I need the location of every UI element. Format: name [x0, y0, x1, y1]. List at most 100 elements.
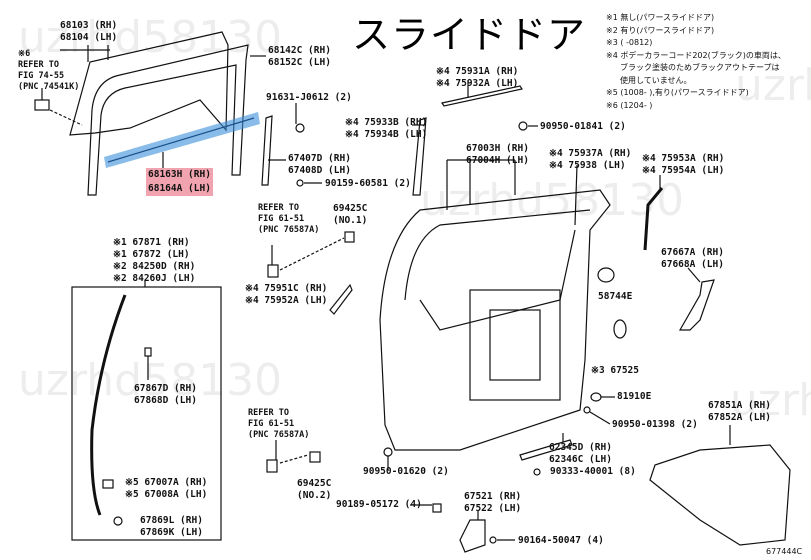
part-number-line: 68142C (RH) — [268, 45, 331, 56]
part-label-screw[interactable]: 91631-J0612 (2) — [266, 92, 352, 104]
part-label-clip-90950-01620[interactable]: 90950-01620 (2) — [363, 466, 449, 478]
part-label-bolt-90189[interactable]: 90189-05172 (4) — [336, 499, 422, 511]
part-number-line: 91631-J0612 (2) — [266, 92, 352, 103]
part-number-line: ※4 75953A (RH) — [642, 153, 725, 164]
part-number-line: ※4 75951C (RH) — [245, 283, 328, 294]
part-label-service-cover[interactable]: 67851A (RH)67852A (LH) — [708, 400, 771, 424]
part-number-line: 90950-01620 (2) — [363, 466, 449, 477]
part-label-clip-90950-01398[interactable]: 90950-01398 (2) — [612, 419, 698, 431]
part-number-line: 67869L (RH) — [140, 515, 203, 526]
part-label-hole-cover-67525[interactable]: ※3 67525 — [591, 365, 639, 377]
part-label-bolt-90159[interactable]: 90159-60581 (2) — [325, 178, 411, 190]
part-label-channel[interactable]: 67407D (RH)67408D (LH) — [288, 153, 351, 177]
part-number-line: 67408D (LH) — [288, 165, 351, 176]
part-label-cushion-no1[interactable]: 69425C(NO.1) — [333, 203, 367, 227]
part-label-run-channel[interactable]: 68142C (RH)68152C (LH) — [268, 45, 331, 69]
part-number-line: ※5 67008A (LH) — [125, 489, 208, 500]
note-4-cont: ブラック塗装のためブラックアウトテープは — [620, 63, 780, 72]
part-number-line: ※6 — [18, 49, 31, 59]
part-number-line: 90164-50047 (4) — [518, 535, 604, 546]
part-label-clip-90950-01841[interactable]: 90950-01841 (2) — [540, 121, 626, 133]
part-number-line: 67851A (RH) — [708, 400, 771, 411]
note-4-cont: 使用していません。 — [620, 75, 692, 85]
part-number-line: ※2 84250D (RH) — [113, 261, 196, 272]
part-label-bolt-90164[interactable]: 90164-50047 (4) — [518, 535, 604, 547]
part-label-plug-58744[interactable]: 58744E — [598, 291, 632, 303]
part-label-plug-81910[interactable]: 81910E — [617, 391, 651, 403]
part-number-line: FIG 74-55 — [18, 71, 65, 81]
part-number-line: (NO.1) — [333, 215, 368, 226]
part-label-clip-67867[interactable]: 67867D (RH)67868D (LH) — [134, 383, 197, 407]
part-number-line: 67407D (RH) — [288, 153, 351, 164]
note-4: ※4 ボデーカラーコード202(ブラック)の車両は、 — [606, 50, 786, 60]
part-number-line: 67667A (RH) — [661, 247, 724, 258]
notes-block: ※1 無し(パワースライドドア) ※2 有り(パワースライドドア) ※3 ( -… — [606, 12, 786, 112]
part-label-door-panel[interactable]: 67003H (RH)67004H (LH) — [466, 143, 529, 167]
part-label-hinge-67521[interactable]: 67521 (RH)67522 (LH) — [464, 491, 521, 515]
part-number-line: 68164A (LH) — [146, 182, 213, 196]
part-label-belt-weatherstrip[interactable]: 68163H (RH)68164A (LH) — [146, 168, 213, 196]
part-number-line: (NO.2) — [297, 490, 332, 501]
part-number-line: 68163H (RH) — [146, 168, 213, 182]
part-number-line: 69425C — [333, 203, 368, 214]
part-label-tape-75951[interactable]: ※4 75951C (RH)※4 75952A (LH) — [245, 283, 327, 307]
part-label-cover-67667[interactable]: 67667A (RH)67668A (LH) — [661, 247, 724, 271]
glass-run-channel — [87, 44, 249, 196]
part-label-bracket-67007[interactable]: ※5 67007A (RH)※5 67008A (LH) — [125, 477, 207, 501]
part-number-line: (PNC 76587A) — [248, 430, 310, 440]
part-number-line: 58744E — [598, 291, 633, 302]
part-number-line: 67521 (RH) — [464, 491, 522, 502]
part-label-clip-67869[interactable]: 67869L (RH)67869K (LH) — [140, 515, 203, 539]
part-number-line: 68152C (LH) — [268, 57, 331, 68]
part-number-line: 67668A (LH) — [661, 259, 724, 270]
part-number-line: 68103 (RH) — [60, 20, 118, 31]
part-number-line: ※2 84260J (LH) — [113, 273, 196, 284]
note-6: ※6 (1204- ) — [606, 100, 653, 110]
part-number-line: 67003H (RH) — [466, 143, 529, 154]
part-number-line: (PNC 76587A) — [258, 225, 320, 235]
part-number-line: 81910E — [617, 391, 652, 402]
part-label-weatherstrip-62345[interactable]: 62345D (RH)62346C (LH) — [549, 442, 612, 466]
part-label-tape-75953[interactable]: ※4 75953A (RH)※4 75954A (LH) — [642, 153, 724, 177]
note-5: ※5 (1008- ),有り(パワースライドドア) — [606, 88, 749, 97]
part-label-tape-75933[interactable]: ※4 75933B (RH)※4 75934B (LH) — [345, 117, 427, 141]
channel-part — [261, 115, 273, 186]
part-number-line: ※4 75933B (RH) — [345, 117, 428, 128]
page-title: スライドドア — [352, 13, 587, 57]
part-number-line: FIG 61-51 — [258, 214, 305, 224]
part-number-line: 67522 (LH) — [464, 503, 522, 514]
part-number-line: ※4 75931A (RH) — [436, 66, 519, 77]
part-number-line: REFER TO — [258, 203, 299, 213]
part-number-line: 90950-01841 (2) — [540, 121, 626, 132]
part-number-line: ※4 75952A (LH) — [245, 295, 328, 306]
part-number-line: 62346C (LH) — [549, 454, 612, 465]
weatherstrip-detail-box — [71, 286, 222, 541]
part-number-line: 67004H (LH) — [466, 155, 529, 166]
part-number-line: REFER TO — [248, 408, 289, 418]
service-cover — [649, 444, 791, 546]
part-number-line: REFER TO — [18, 60, 59, 70]
part-label-tape-75931[interactable]: ※4 75931A (RH)※4 75932A (LH) — [436, 66, 518, 90]
part-label-cushion-no2[interactable]: 69425C(NO.2) — [297, 478, 331, 502]
note-1: ※1 無し(パワースライドドア) — [606, 13, 715, 22]
part-number-line: (PNC 74541K) — [18, 82, 80, 92]
part-label-weatherstrip-67871[interactable]: ※1 67871 (RH)※1 67872 (LH)※2 84250D (RH)… — [113, 237, 195, 285]
part-number-line: ※4 75938 (LH) — [549, 160, 626, 171]
part-number-line: ※3 67525 — [591, 365, 639, 376]
part-number-line: 90159-60581 (2) — [325, 178, 411, 189]
part-number-line: ※4 75934B (LH) — [345, 129, 428, 140]
figure-code: 677444C — [766, 547, 803, 556]
part-number-line: FIG 61-51 — [248, 419, 295, 429]
part-number-line: 67868D (LH) — [134, 395, 197, 406]
part-label-clip-90333[interactable]: 90333-40001 (8) — [550, 466, 636, 478]
part-number-line: 67852A (LH) — [708, 412, 771, 423]
part-number-line: 90333-40001 (8) — [550, 466, 636, 477]
part-number-line: ※5 67007A (RH) — [125, 477, 208, 488]
part-number-line: 67869K (LH) — [140, 527, 203, 538]
part-label-glass[interactable]: 68103 (RH)68104 (LH) — [60, 20, 117, 44]
part-label-tape-75937[interactable]: ※4 75937A (RH)※4 75938 (LH) — [549, 148, 631, 172]
